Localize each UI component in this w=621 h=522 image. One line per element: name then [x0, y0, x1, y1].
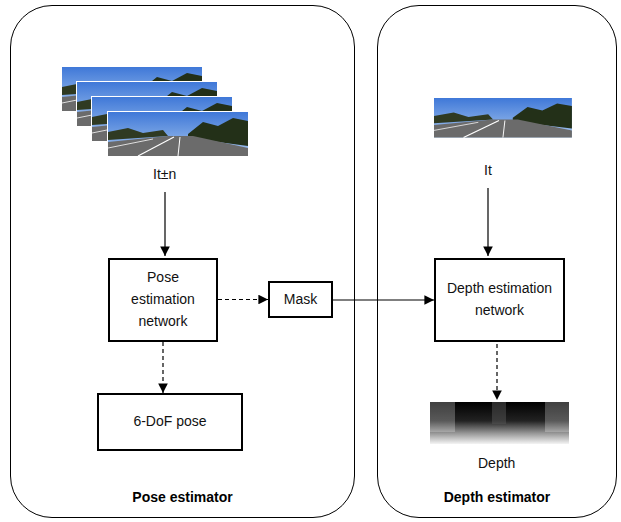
input-arrow	[164, 192, 165, 256]
panel-title: Pose estimator	[11, 489, 354, 505]
image-caption: Depth	[478, 455, 515, 471]
target-frame	[434, 98, 572, 138]
process-box: Pose estimation network	[108, 258, 218, 342]
connector-arrow	[333, 299, 434, 300]
panel-title-text: Pose estimator	[132, 489, 232, 505]
estimator-panel: Depth estimator Depth estimation network	[377, 5, 617, 518]
image-caption: It	[484, 162, 492, 178]
depth-map	[430, 402, 569, 444]
panel-title: Depth estimator	[378, 489, 616, 505]
process-box: 6-DoF pose	[97, 393, 243, 451]
output-arrow	[496, 344, 497, 400]
estimator-panel: Pose estimator Pose estimation network Mas…	[10, 5, 355, 518]
connector-arrow	[218, 299, 268, 300]
process-box: Mask	[268, 281, 333, 318]
image-caption: It±n	[153, 166, 176, 182]
box-text: Pose estimation network	[116, 267, 210, 332]
input-arrow	[487, 188, 488, 256]
box-text: Mask	[284, 289, 317, 311]
box-text: 6-DoF pose	[133, 411, 206, 433]
panel-title-text: Depth estimator	[444, 489, 551, 505]
input-frames	[61, 66, 249, 157]
box-text: Depth estimation network	[442, 278, 557, 321]
connector-arrow	[162, 342, 163, 393]
process-box: Depth estimation network	[434, 258, 565, 342]
